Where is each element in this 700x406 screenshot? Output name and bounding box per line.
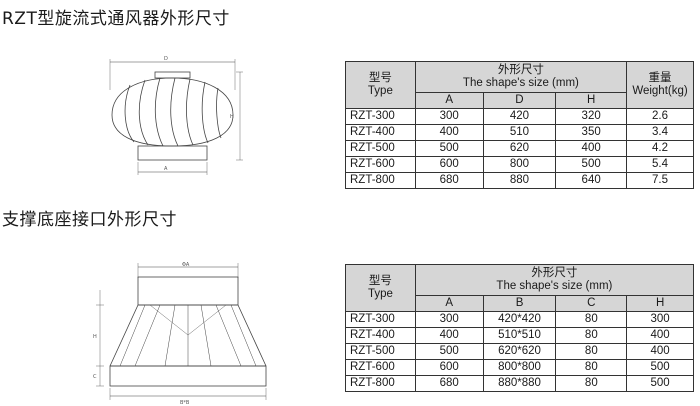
a-cell: 600 [414,156,484,173]
h-cell: 320 [555,108,628,125]
weight-header-cn: 重量 [648,72,672,84]
section2-title: 支撑底座接口外形尺寸 [2,210,177,230]
b-cell: 800*800 [482,359,557,376]
a-cell: 400 [414,124,484,141]
h-cell: 500 [626,359,694,376]
a-cell: 400 [414,327,484,344]
weight-cell: 2.6 [626,108,694,125]
h-cell: 400 [626,327,694,344]
column-header: A [414,92,484,109]
type-header-en: Type [367,288,393,300]
type-cell: RZT-600 [345,156,416,173]
type-cell: RZT-300 [345,108,416,125]
section1-title: RZT型旋流式通风器外形尺寸 [2,9,230,29]
c-cell: 80 [555,375,628,392]
type-cell: RZT-500 [345,140,416,157]
type-header-cn: 型号 [368,72,392,84]
base-drawing: ΦA H C B*B [93,262,267,406]
dim-d-label: D [164,56,168,62]
weight-cell: 3.4 [626,124,694,141]
h-cell: 400 [626,343,694,360]
h-cell: 500 [626,375,694,392]
size-header-en: The shape's size (mm) [496,280,613,292]
weight-cell: 7.5 [626,172,694,189]
b-cell: 420*420 [482,311,557,328]
a-cell: 680 [414,375,484,392]
column-header: C [555,295,628,312]
h-cell: 300 [626,311,694,328]
dim-a-label: A [164,166,168,172]
column-header: H [626,295,694,312]
type-cell: RZT-400 [345,124,416,141]
type-cell: RZT-500 [345,343,416,360]
weight-cell: 4.2 [626,140,694,157]
d-cell: 620 [482,140,557,157]
c-cell: 80 [555,359,628,376]
size-header-en: The shape's size (mm) [462,77,579,89]
d-cell: 880 [482,172,557,189]
type-cell: RZT-800 [345,375,416,392]
column-header: B [482,295,557,312]
type-header-en: Type [367,85,393,97]
column-header: A [414,295,484,312]
column-header: D [482,92,557,109]
dim-h-label: H [93,334,97,340]
a-cell: 600 [414,359,484,376]
d-cell: 800 [482,156,557,173]
size-header-cn: 外形尺寸 [497,64,544,76]
b-cell: 620*620 [482,343,557,360]
dim-bxb-label: B*B [180,400,190,406]
h-cell: 640 [555,172,628,189]
c-cell: 80 [555,327,628,344]
type-cell: RZT-400 [345,327,416,344]
c-cell: 80 [555,343,628,360]
h-cell: 400 [555,140,628,157]
type-cell: RZT-800 [345,172,416,189]
dim-c-label: C [93,374,97,380]
a-cell: 300 [414,311,484,328]
ventilator-drawing: D H A [109,56,243,175]
weight-header-en: Weight(kg) [632,85,688,97]
c-cell: 80 [555,311,628,328]
a-cell: 500 [414,343,484,360]
b-cell: 510*510 [482,327,557,344]
type-header-cn: 型号 [368,275,392,287]
size-header-cn: 外形尺寸 [531,267,578,279]
a-cell: 680 [414,172,484,189]
d-cell: 510 [482,124,557,141]
a-cell: 300 [414,108,484,125]
column-header: H [555,92,628,109]
type-cell: RZT-300 [345,311,416,328]
dim-phi-a-label: ΦA [182,262,190,268]
weight-cell: 5.4 [626,156,694,173]
d-cell: 420 [482,108,557,125]
h-cell: 500 [555,156,628,173]
h-cell: 350 [555,124,628,141]
type-cell: RZT-600 [345,359,416,376]
b-cell: 880*880 [482,375,557,392]
dim-h-label: H [230,114,234,120]
a-cell: 500 [414,140,484,157]
